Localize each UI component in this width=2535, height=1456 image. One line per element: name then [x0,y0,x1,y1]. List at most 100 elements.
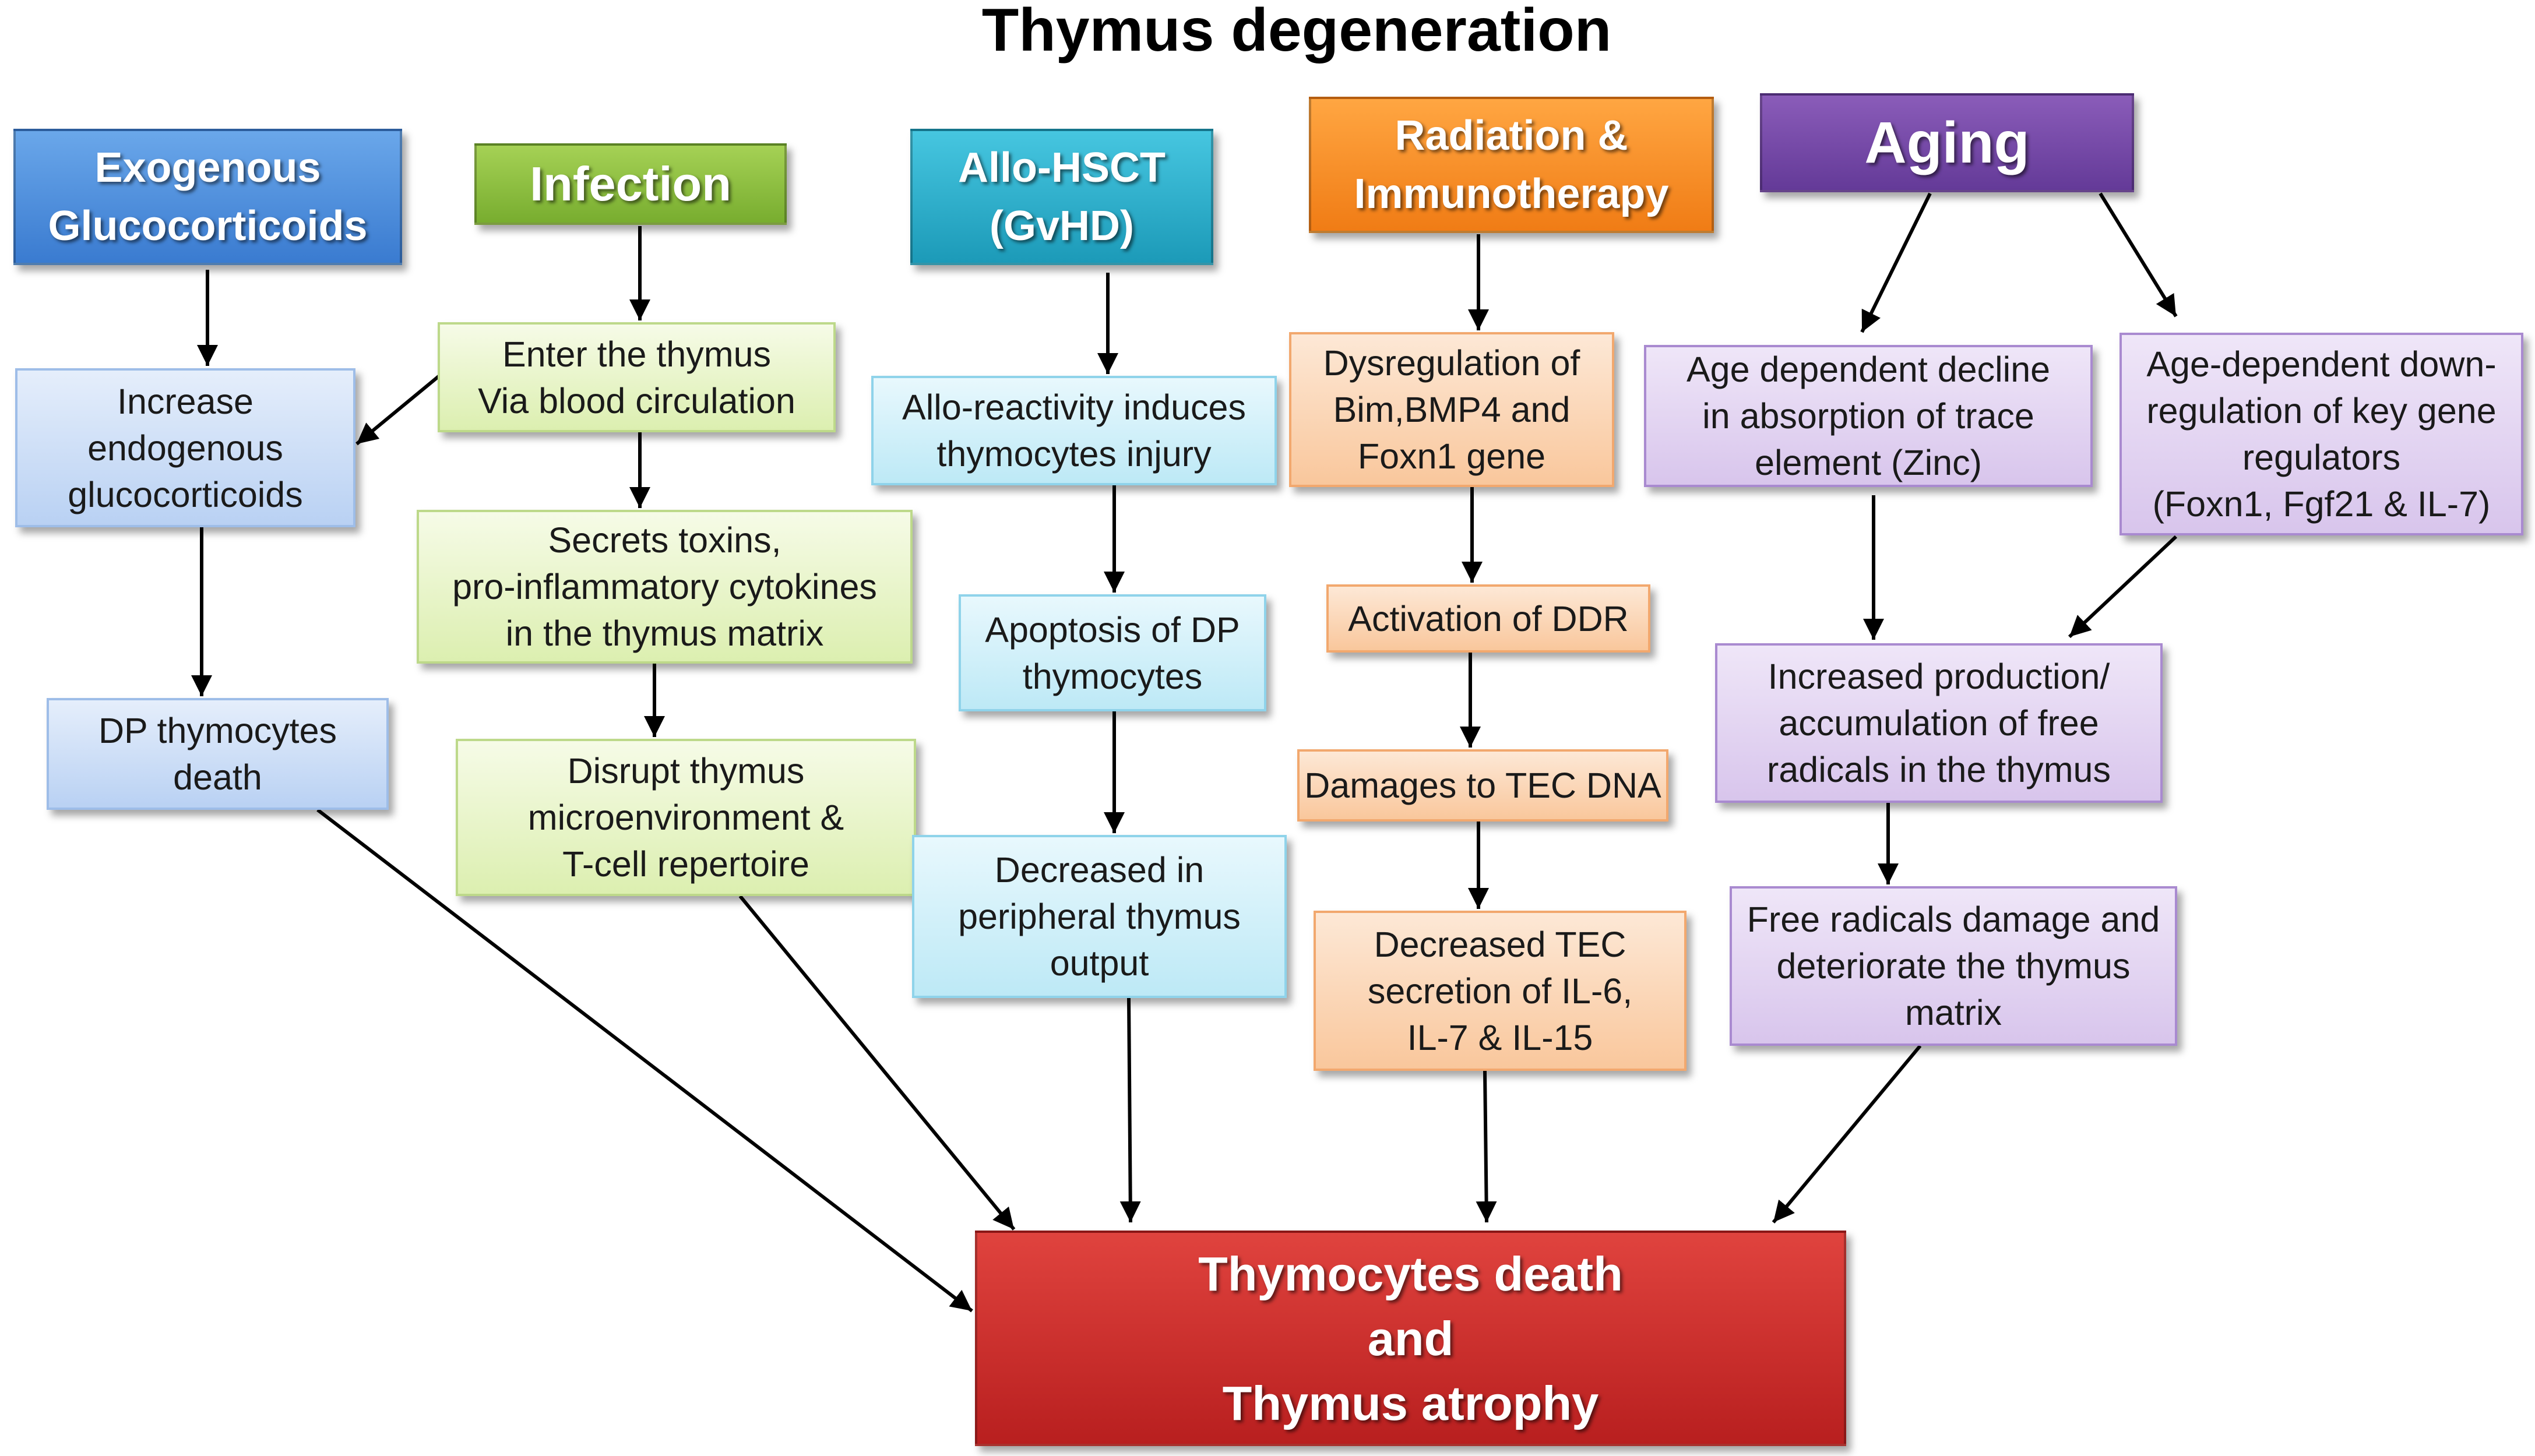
step-free-radical-damage: Free radicals damage and deteriorate the… [1730,886,2177,1046]
text-line: in the thymus matrix [505,614,824,653]
text-line: Activation of DDR [1348,598,1629,639]
text-line: Age dependent decline [1686,350,2051,389]
text-line: Radiation & [1395,112,1628,159]
text-line: Decreased TEC [1374,924,1626,964]
step-gene-regulator-downregulation: Age-dependent down- regulation of key ge… [2119,333,2523,535]
arrow-tecsecretion-to-outcome [1476,1070,1497,1223]
text-line: Apoptosis of DP [985,609,1240,650]
step-free-radical-accumulation: Increased production/ accumulation of fr… [1715,643,2163,803]
step-disrupt-microenvironment: Disrupt thymus microenvironment & T-cell… [456,739,916,896]
step-allo-reactivity: Allo-reactivity induces thymocytes injur… [871,376,1277,485]
arrow-damage-to-outcome [1772,1045,1922,1224]
box-text: Allo-HSCT (GvHD) [958,139,1166,255]
cause-radiation-immunotherapy: Radiation & Immunotherapy [1309,97,1714,233]
text-line: Secrets toxins, [548,520,781,560]
step-apoptosis-dp: Apoptosis of DP thymocytes [959,594,1266,711]
text-line: deteriorate the thymus [1776,946,2131,986]
text-line: microenvironment & [527,798,844,837]
arrow-decreased-to-outcome [1119,997,1141,1223]
text-line: element (Zinc) [1755,443,1982,482]
text-line: regulators [2242,438,2401,477]
step-secrets-toxins: Secrets toxins, pro-inflammatory cytokin… [417,510,913,664]
box-text: Radiation & Immunotherapy [1354,107,1668,223]
text-line: peripheral thymus [958,897,1241,936]
text-line: Glucocorticoids [48,203,368,249]
box-text: Infection [530,155,731,213]
box-text: Dysregulation of Bim,BMP4 and Foxn1 gene [1323,340,1580,480]
text-line: (GvHD) [990,203,1134,249]
text-line: Free radicals damage and [1747,900,2160,939]
box-text: Allo-reactivity induces thymocytes injur… [902,384,1246,477]
box-text: Disrupt thymus microenvironment & T-cell… [528,748,844,887]
text-line: Decreased in [994,850,1205,890]
box-text: Exogenous Glucocorticoids [48,139,367,255]
step-increase-endogenous-glucocorticoids: Increase endogenous glucocorticoids [15,368,355,527]
text-line: Allo-reactivity induces [902,387,1246,427]
text-line: accumulation of free [1779,703,2099,743]
text-line: Allo-HSCT [958,144,1166,191]
box-text: DP thymocytes death [98,707,337,801]
outcome-thymus-atrophy: Thymocytes death and Thymus atrophy [975,1231,1846,1446]
text-line: Bim,BMP4 and [1333,390,1571,429]
text-line: Age-dependent down- [2146,344,2497,384]
box-text: Damages to TEC DNA [1304,762,1661,809]
arrow-aging-to-downregulation [2099,192,2178,318]
text-line: secretion of IL-6, [1367,971,1633,1011]
text-line: output [1050,943,1149,983]
step-decreased-tec-secretion: Decreased TEC secretion of IL-6, IL-7 & … [1314,911,1687,1071]
text-line: Dysregulation of [1323,343,1580,383]
text-line: Increased production/ [1768,657,2110,696]
text-line: pro-inflammatory cytokines [452,567,877,607]
box-text: Secrets toxins, pro-inflammatory cytokin… [452,517,877,657]
text-line: in absorption of trace [1702,396,2034,436]
text-line: Aging [1864,110,2030,175]
text-line: Thymus atrophy [1222,1376,1599,1430]
arrow-disrupt-to-outcome [738,895,1016,1231]
box-text: Age dependent decline in absorption of t… [1687,346,2050,486]
arrow-aging-to-zinc [1860,192,1932,333]
box-text: Free radicals damage and deteriorate the… [1747,896,2160,1036]
text-line: radicals in the thymus [1767,750,2111,789]
text-line: thymocytes [1022,656,1203,696]
step-damages-tec-dna: Damages to TEC DNA [1297,749,1668,822]
step-enter-thymus: Enter the thymus Via blood circulation [438,322,836,432]
arrow-dp-to-outcome [316,808,973,1313]
box-text: Thymocytes death and Thymus atrophy [1198,1242,1623,1436]
step-zinc-absorption-decline: Age dependent decline in absorption of t… [1644,345,2093,487]
box-text: Aging [1864,111,2029,175]
step-dp-thymocytes-death: DP thymocytes death [47,698,389,810]
text-line: Immunotherapy [1354,171,1669,217]
box-text: Decreased TEC secretion of IL-6, IL-7 & … [1368,921,1632,1061]
text-line: Disrupt thymus [567,751,805,791]
text-line: regulation of key gene [2146,391,2497,431]
text-line: Infection [530,157,731,211]
cause-exogenous-glucocorticoids: Exogenous Glucocorticoids [13,129,402,265]
text-line: T-cell repertoire [562,844,809,884]
box-text: Enter the thymus Via blood circulation [478,331,795,424]
arrow-downregulation-to-freeradicals [2068,535,2178,639]
cause-infection: Infection [474,143,787,225]
text-line: death [173,757,262,797]
box-text: Apoptosis of DP thymocytes [985,607,1240,700]
box-text: Activation of DDR [1348,595,1628,642]
cause-aging: Aging [1760,93,2134,192]
box-text: Decreased in peripheral thymus output [958,847,1241,986]
step-dysregulation-genes: Dysregulation of Bim,BMP4 and Foxn1 gene [1289,332,1614,487]
text-line: DP thymocytes [98,711,337,750]
text-line: Thymocytes death [1198,1246,1623,1301]
text-line: endogenous [87,428,283,468]
text-line: Increase [117,381,254,421]
text-line: thymocytes injury [936,434,1212,474]
text-line: matrix [1904,993,2002,1032]
text-line: Via blood circulation [478,380,795,421]
step-activation-ddr: Activation of DDR [1326,584,1650,653]
text-line: Foxn1 gene [1357,436,1546,476]
text-line: IL-7 & IL-15 [1407,1017,1593,1057]
diagram-title: Thymus degeneration [981,0,1612,64]
text-line: (Foxn1, Fgf21 & IL-7) [2152,484,2491,524]
text-line: and [1367,1311,1454,1366]
box-text: Increase endogenous glucocorticoids [68,378,302,518]
step-decreased-output: Decreased in peripheral thymus output [912,835,1287,998]
